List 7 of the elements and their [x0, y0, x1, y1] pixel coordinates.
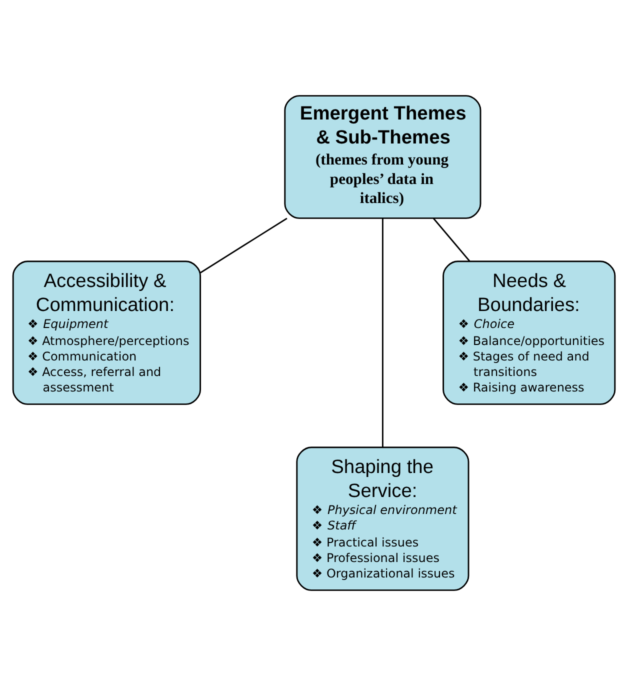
- node-box: Needs & Boundaries: ❖ Choice ❖ Balance/opportunities ❖ Stages of need and transitions ❖ Raising awareness: [442, 260, 616, 404]
- connector: [200, 217, 288, 273]
- connector: [382, 218, 384, 447]
- node-box: Shaping the Service: ❖ Physical environment ❖ Staff ❖ Practical issues ❖ Professional issues ❖ Organizational issues: [296, 446, 470, 590]
- connector: [432, 217, 470, 262]
- node-box: Emergent Themes & Sub-Themes (themes from young peoples’ data in italics): [284, 94, 482, 218]
- node-box: Accessibility & Communication: ❖ Equipment ❖ Atmosphere/perceptions ❖ Communication ❖ Access, referral and assessment: [12, 260, 202, 404]
